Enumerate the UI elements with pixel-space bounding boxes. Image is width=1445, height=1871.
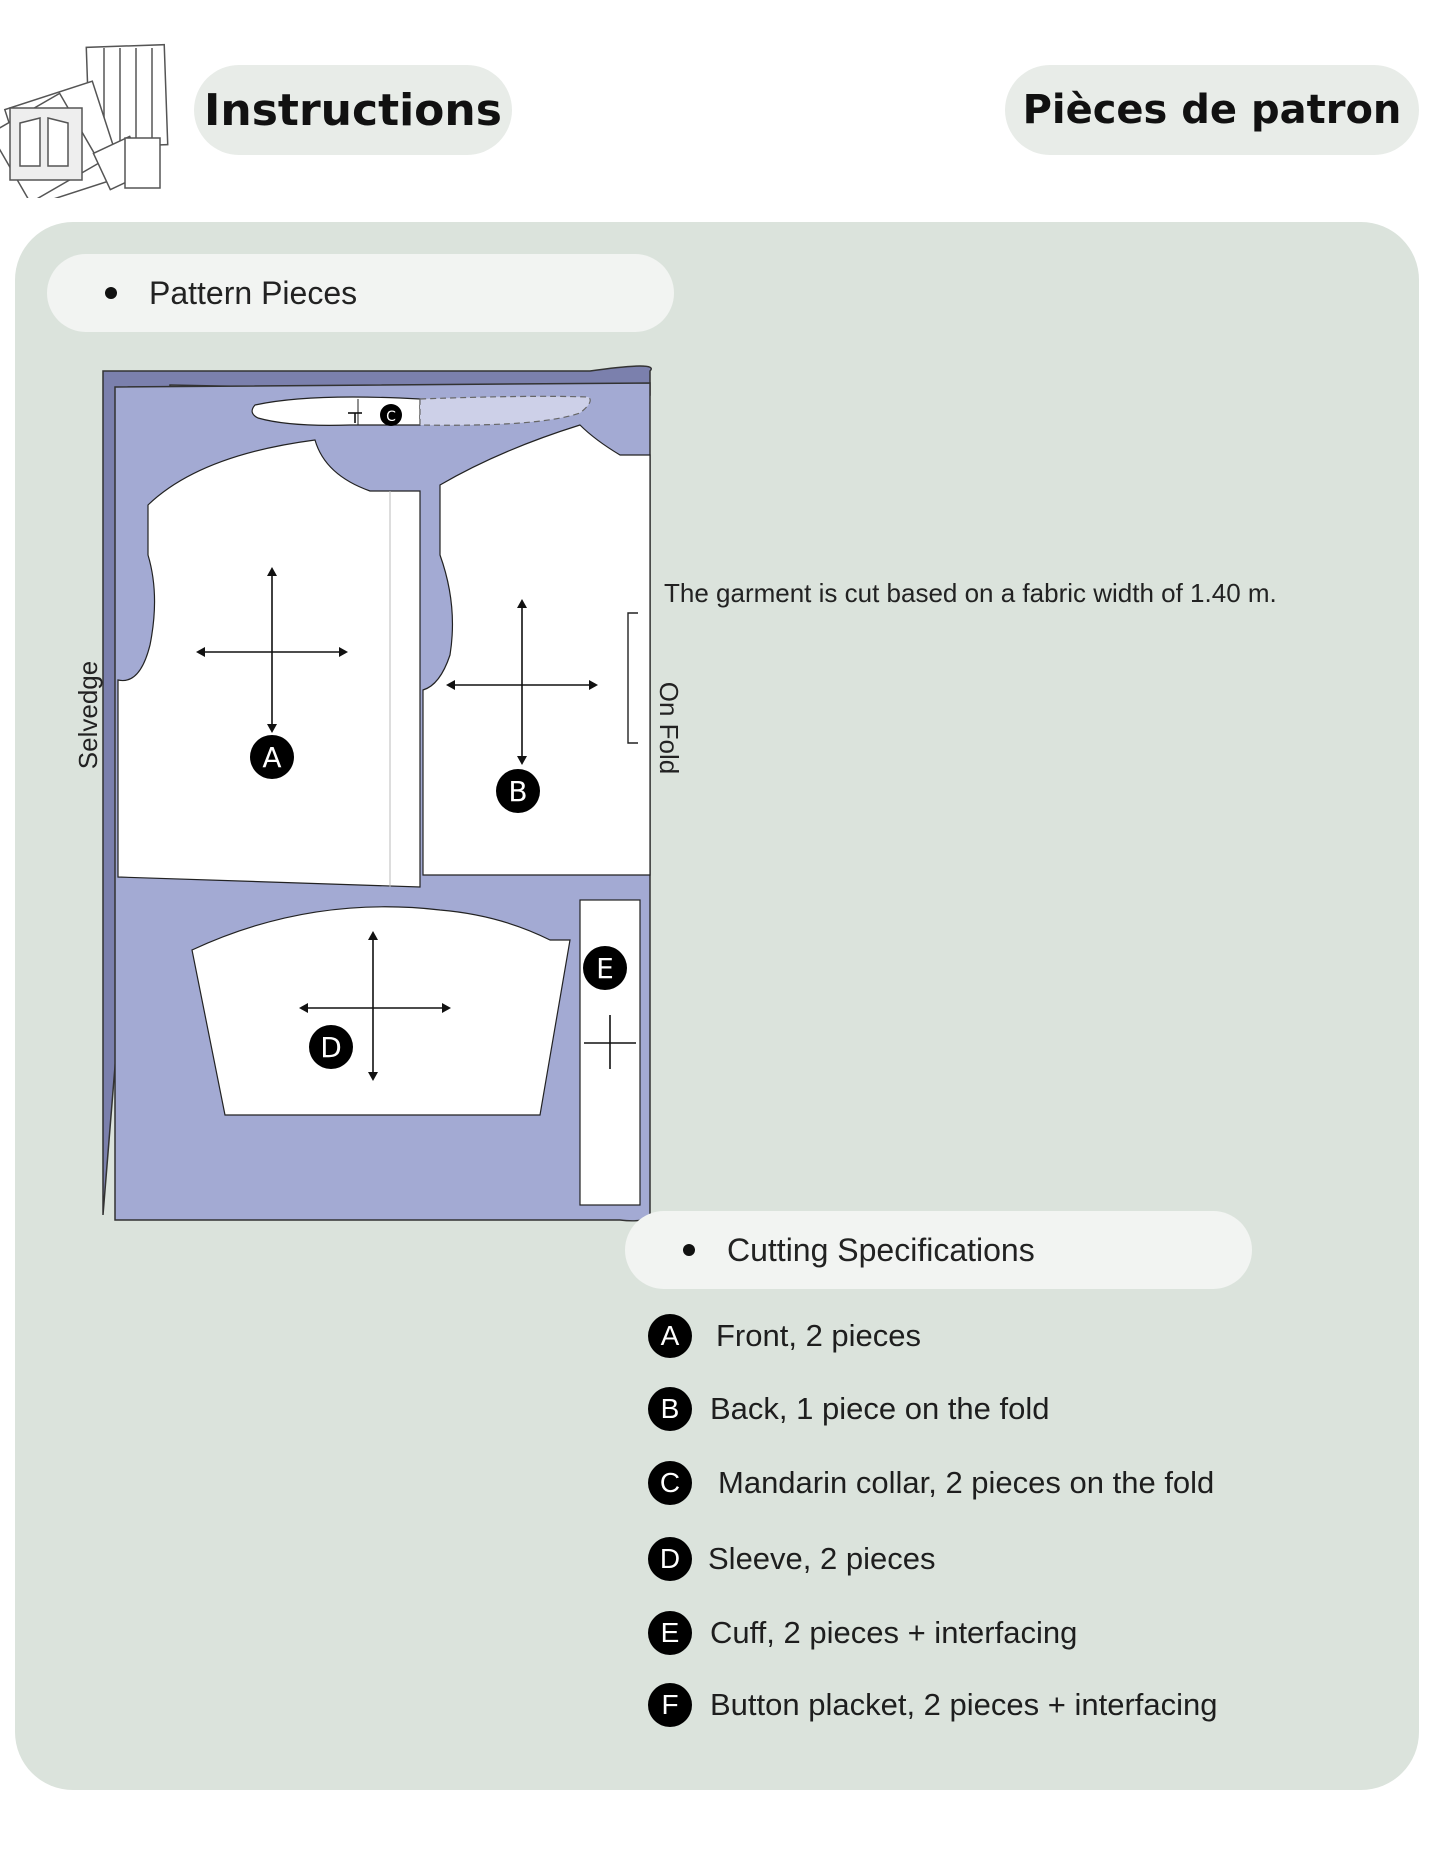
on-fold-label: On Fold bbox=[654, 682, 684, 775]
piece-badge-c: C bbox=[380, 404, 402, 426]
spec-badge-a: A bbox=[648, 1314, 692, 1358]
cutting-layout-diagram: A B C D E Selvedge On Fold bbox=[73, 365, 684, 1222]
spec-text-b: Back, 1 piece on the fold bbox=[710, 1391, 1050, 1426]
piece-badge-b-label: B bbox=[508, 775, 527, 808]
piece-d-sleeve bbox=[191, 906, 571, 1116]
piece-badge-a-label: A bbox=[262, 741, 281, 774]
selvedge-label: Selvedge bbox=[73, 661, 103, 769]
piece-c-collar-fold bbox=[419, 395, 591, 426]
spec-row-a: A Front, 2 pieces bbox=[648, 1314, 921, 1358]
spec-text-d: Sleeve, 2 pieces bbox=[708, 1541, 936, 1576]
spec-badge-d: D bbox=[648, 1537, 692, 1581]
cutting-specifications-heading-text: Cutting Specifications bbox=[727, 1231, 1035, 1268]
instructions-title: Instructions bbox=[194, 65, 512, 155]
spec-row-e: E Cuff, 2 pieces + interfacing bbox=[648, 1611, 1077, 1655]
piece-badge-e: E bbox=[583, 946, 627, 990]
pattern-pieces-heading-text: Pattern Pieces bbox=[149, 274, 358, 311]
piece-c-collar bbox=[251, 396, 421, 426]
spec-row-c: C Mandarin collar, 2 pieces on the fold bbox=[648, 1461, 1214, 1505]
spec-badge-f: F bbox=[648, 1683, 692, 1727]
spec-text-f: Button placket, 2 pieces + interfacing bbox=[710, 1687, 1218, 1722]
pattern-pieces-heading: Pattern Pieces bbox=[47, 254, 674, 332]
spec-text-c: Mandarin collar, 2 pieces on the fold bbox=[718, 1465, 1215, 1500]
spec-badge-b: B bbox=[648, 1387, 692, 1431]
piece-badge-d-label: D bbox=[320, 1031, 342, 1064]
spec-row-b: B Back, 1 piece on the fold bbox=[648, 1387, 1050, 1431]
pattern-sheets-icon bbox=[0, 43, 169, 198]
piece-badge-b: B bbox=[496, 769, 540, 813]
spec-row-f: F Button placket, 2 pieces + interfacing bbox=[648, 1683, 1218, 1727]
spec-text-a: Front, 2 pieces bbox=[716, 1318, 922, 1353]
bullet-icon bbox=[683, 1244, 695, 1256]
piece-badge-a: A bbox=[250, 735, 294, 779]
pattern-pieces-title-fr: Pièces de patron bbox=[1005, 65, 1419, 155]
fold-bracket bbox=[627, 612, 638, 744]
spec-text-e: Cuff, 2 pieces + interfacing bbox=[710, 1615, 1078, 1650]
piece-b-back bbox=[422, 424, 651, 876]
fabric-width-note: The garment is cut based on a fabric wid… bbox=[664, 578, 1277, 608]
piece-badge-e-label: E bbox=[596, 952, 614, 985]
spec-badge-c: C bbox=[648, 1461, 692, 1505]
spec-row-d: D Sleeve, 2 pieces bbox=[648, 1537, 935, 1581]
cutting-specifications-heading: Cutting Specifications bbox=[625, 1211, 1252, 1289]
piece-a-front bbox=[117, 439, 421, 888]
piece-badge-d: D bbox=[309, 1025, 353, 1069]
bullet-icon bbox=[105, 287, 117, 299]
spec-badge-e: E bbox=[648, 1611, 692, 1655]
piece-badge-c-label: C bbox=[386, 409, 396, 425]
